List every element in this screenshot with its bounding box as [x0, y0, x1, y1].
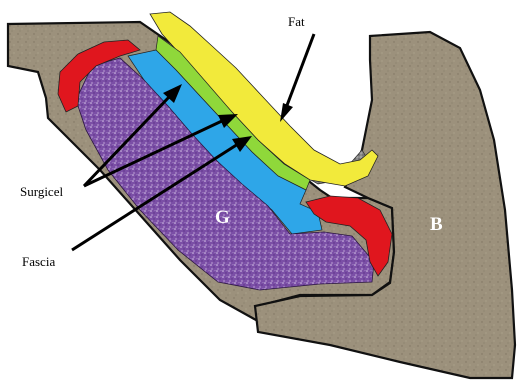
fat-arrow [286, 34, 314, 108]
label-fat: Fat [288, 14, 305, 29]
label-surgicel: Surgicel [20, 184, 63, 199]
label-graft: G [215, 207, 230, 228]
fat-arrow-head [280, 103, 293, 122]
label-bone: B [430, 214, 443, 235]
label-fascia: Fascia [22, 254, 55, 269]
